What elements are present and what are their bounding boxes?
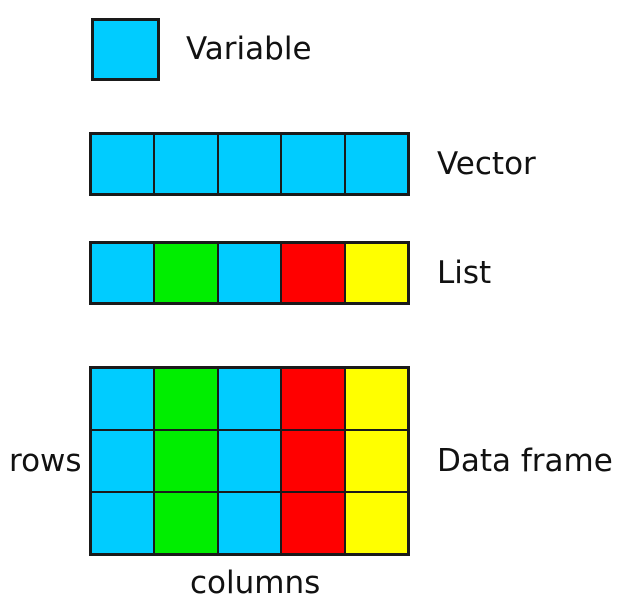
grid-cell [218, 431, 281, 491]
data-frame-grid [89, 366, 410, 556]
grid-cell [282, 244, 344, 302]
grid-cell [218, 369, 281, 429]
grid-cell [282, 431, 344, 491]
grid-cell [92, 135, 154, 193]
grid-cell [218, 493, 281, 553]
grid-row [92, 244, 408, 302]
grid-cell [92, 431, 154, 491]
grid-cell [155, 135, 217, 193]
grid-cell [94, 21, 157, 78]
grid-cell [92, 244, 154, 302]
list-label: List [437, 255, 492, 291]
grid-cell [345, 431, 408, 491]
grid-cell [282, 493, 344, 553]
grid-cell [92, 493, 154, 553]
grid-row [92, 369, 408, 429]
grid-cell [345, 135, 408, 193]
grid-row [92, 135, 408, 193]
vector-label: Vector [437, 146, 536, 182]
grid-cell [155, 244, 217, 302]
grid-cell [155, 493, 217, 553]
grid-cell [92, 369, 154, 429]
data-frame-label: Data frame [437, 443, 613, 479]
rows-axis-label: rows [9, 443, 82, 479]
grid-cell [218, 135, 281, 193]
grid-row [92, 431, 408, 491]
columns-axis-label: columns [190, 565, 321, 601]
grid-cell [155, 431, 217, 491]
grid-cell [345, 369, 408, 429]
variable-label: Variable [186, 31, 312, 67]
variable-grid [91, 18, 160, 81]
grid-cell [218, 244, 281, 302]
grid-row [94, 21, 157, 78]
grid-cell [282, 135, 344, 193]
grid-cell [345, 493, 408, 553]
list-grid [89, 241, 410, 305]
grid-row [92, 493, 408, 553]
grid-cell [155, 369, 217, 429]
vector-grid [89, 132, 410, 196]
grid-cell [282, 369, 344, 429]
grid-cell [345, 244, 408, 302]
